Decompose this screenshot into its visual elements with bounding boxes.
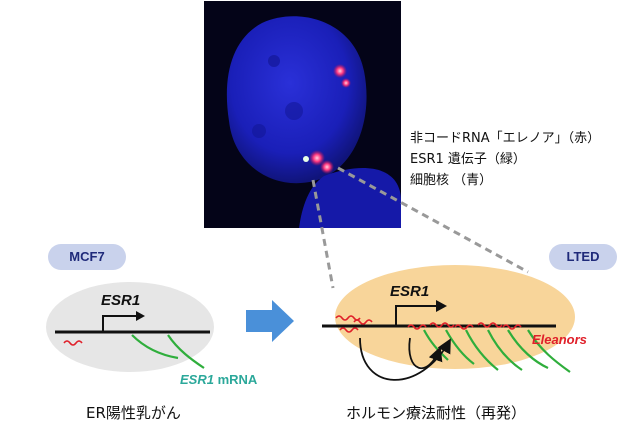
caption-right: ホルモン療法耐性（再発） [346,404,527,422]
gene-spot [303,156,309,162]
nucleus [226,16,367,184]
zoom-line-right [337,166,529,274]
rna-spot [309,150,325,166]
feedback-arrow [408,337,443,369]
microscopy-image [204,1,401,228]
left-mrna-strand [131,334,179,360]
legend: 非コードRNA「エレノア」（赤） ESR1 遺伝子（緑） 細胞核 （青） [410,128,600,191]
right-mrna-strands [423,329,571,373]
rna-spot [320,160,334,174]
left-gene-label: ESR1 [101,292,141,309]
eleanors-label: Eleanors [532,332,587,347]
legend-nucleus: 細胞核 （青） [410,173,493,188]
badge-mcf7: MCF7 [48,244,126,270]
right-eleanor-squiggles [335,315,522,333]
right-promoter-arrow [395,305,440,326]
rna-spot [341,78,351,88]
mrna-label: ESR1 mRNA [180,372,257,387]
nucleus-neighbor [299,168,401,228]
caption-left: ER陽性乳がん [86,404,181,422]
badge-lted: LTED [549,244,617,270]
mrna-label-gene: ESR1 [180,372,214,387]
legend-rna: 非コードRNA「エレノア」（赤） [410,131,601,146]
zoom-line-left [311,179,335,289]
left-eleanor-squiggle [63,340,83,346]
right-gene-label: ESR1 [390,283,430,300]
left-mrna-strand [167,334,205,369]
left-promoter-arrow [102,315,140,332]
rna-spot [333,64,347,78]
right-cell-oval [335,265,575,369]
legend-gene: ESR1 遺伝子（緑） [410,152,526,167]
transition-arrow [246,300,294,342]
left-cell-oval [46,282,214,372]
mrna-label-suffix: mRNA [213,372,258,387]
